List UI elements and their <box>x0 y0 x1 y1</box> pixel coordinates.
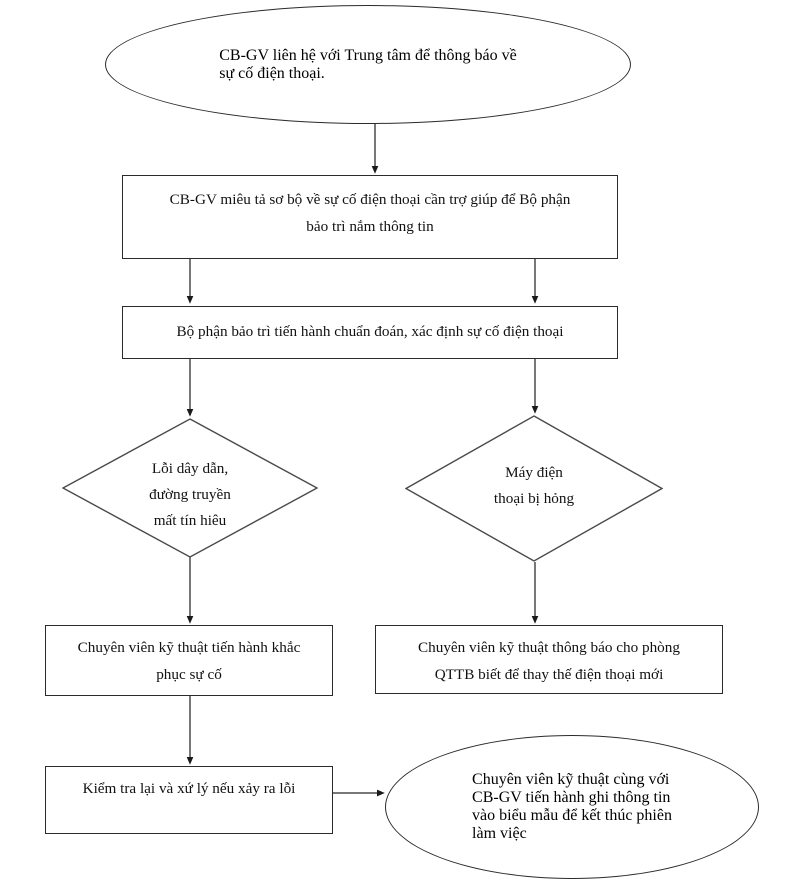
node-decision-phone-text-1: Máy điện <box>505 464 563 481</box>
node-end-line-2: CB-GV tiến hành ghi thông tin <box>472 789 671 806</box>
node-fix-fault-line-1: Chuyên viên kỹ thuật tiến hành khắc <box>77 639 301 656</box>
node-start-ellipse[interactable]: CB-GV liên hệ với Trung tâm để thông báo… <box>105 5 631 124</box>
node-recheck-box[interactable]: Kiểm tra lại và xứ lý nếu xảy ra lỗi <box>45 766 333 834</box>
node-diagnose-box[interactable]: Bộ phận bảo trì tiến hành chuẩn đoán, xá… <box>122 306 618 359</box>
node-notify-qttb-line-2: QTTB biết để thay thế điện thoại mới <box>434 666 664 683</box>
node-notify-qttb-line-1: Chuyên viên kỹ thuật thông báo cho phòng <box>418 639 680 656</box>
node-recheck-line-1: Kiểm tra lại và xứ lý nếu xảy ra lỗi <box>82 780 296 797</box>
node-decision-phone-text-2: thoại bị hỏng <box>493 490 575 507</box>
node-decision-line-diamond[interactable]: Lỗi dây dẫn, đường truyền mất tín hiệu <box>62 418 318 558</box>
node-end-ellipse[interactable]: Chuyên viên kỹ thuật cùng với CB-GV tiến… <box>385 735 759 879</box>
node-describe-box[interactable]: CB-GV miêu tả sơ bộ về sự cố điện thoại … <box>122 175 618 259</box>
node-start-line-2: sự cố điện thoại. <box>219 64 325 82</box>
node-describe-line-1: CB-GV miêu tả sơ bộ về sự cố điện thoại … <box>169 191 571 208</box>
node-end-line-4: làm việc <box>472 825 527 842</box>
node-diagnose-line-1: Bộ phận bảo trì tiến hành chuẩn đoán, xá… <box>176 323 564 340</box>
diamond-outline-right <box>405 415 663 562</box>
node-end-line-1: Chuyên viên kỹ thuật cùng với <box>472 771 670 788</box>
node-decision-line-text-3: mất tín hiệu <box>153 512 227 526</box>
node-decision-phone-diamond[interactable]: Máy điện thoại bị hỏng <box>405 415 663 562</box>
node-fix-fault-box[interactable]: Chuyên viên kỹ thuật tiến hành khắc phục… <box>45 625 333 696</box>
node-fix-fault-line-2: phục sự cố <box>156 666 222 683</box>
node-notify-qttb-box[interactable]: Chuyên viên kỹ thuật thông báo cho phòng… <box>375 625 723 694</box>
diamond-outline-left <box>62 418 318 558</box>
node-decision-line-text-1: Lỗi dây dẫn, <box>151 460 229 477</box>
node-decision-line-text-2: đường truyền <box>149 486 231 503</box>
node-start-line-1: CB-GV liên hệ với Trung tâm để thông báo… <box>219 46 517 64</box>
node-describe-line-2: bảo trì nắm thông tin <box>306 218 434 235</box>
node-end-line-3: vào biểu mẫu để kết thúc phiên <box>472 807 672 824</box>
